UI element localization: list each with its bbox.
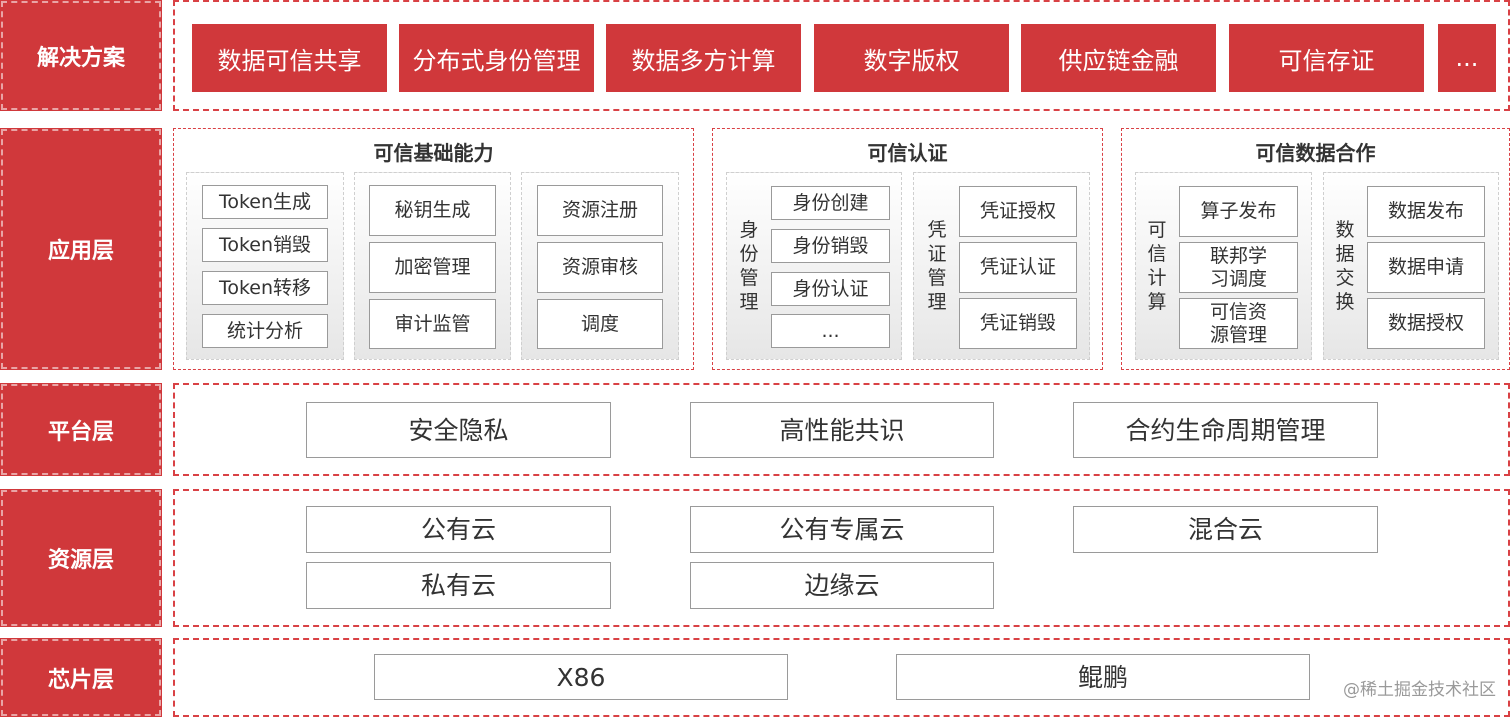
box-operator-publish: 算子发布 (1179, 186, 1298, 237)
box-data-request: 数据申请 (1367, 242, 1485, 293)
box-trusted-resource-mgmt: 可信资源管理 (1179, 298, 1298, 349)
layer-label-application: 应用层 (0, 128, 162, 370)
solution-data-sharing: 数据可信共享 (192, 24, 387, 92)
box-credential-verify: 凭证认证 (959, 242, 1077, 293)
box-hybrid-cloud: 混合云 (1073, 506, 1378, 553)
label-identity-mgmt: 身份管理 (739, 219, 759, 313)
box-encryption-mgmt: 加密管理 (369, 242, 496, 293)
label-trusted-compute: 可信计算 (1147, 219, 1167, 313)
solution-more: ... (1438, 24, 1496, 92)
box-high-perf-consensus: 高性能共识 (690, 402, 994, 458)
box-data-authorize: 数据授权 (1367, 298, 1485, 349)
box-dedicated-public-cloud: 公有专属云 (690, 506, 994, 553)
solution-layer-container: 数据可信共享 分布式身份管理 数据多方计算 数字版权 供应链金融 可信存证 ..… (173, 0, 1510, 111)
box-identity-destroy: 身份销毁 (771, 229, 890, 263)
solution-trusted-evidence: 可信存证 (1229, 24, 1424, 92)
solution-supply-chain-finance: 供应链金融 (1021, 24, 1216, 92)
box-resource-review: 资源审核 (537, 242, 663, 293)
box-edge-cloud: 边缘云 (690, 562, 994, 609)
box-credential-destroy: 凭证销毁 (959, 298, 1077, 349)
watermark: @稀土掘金技术社区 (1343, 680, 1496, 700)
box-stat-analysis: 统计分析 (202, 314, 328, 348)
box-resource-register: 资源注册 (537, 185, 663, 236)
box-identity-auth: 身份认证 (771, 272, 890, 306)
box-x86: X86 (374, 654, 788, 700)
box-audit-supervision: 审计监管 (369, 299, 496, 349)
box-credential-grant: 凭证授权 (959, 186, 1077, 237)
solution-distributed-identity: 分布式身份管理 (399, 24, 594, 92)
box-data-publish: 数据发布 (1367, 186, 1485, 237)
box-private-cloud: 私有云 (306, 562, 611, 609)
label-credential-mgmt: 凭证管理 (927, 219, 947, 313)
box-key-generation: 秘钥生成 (369, 185, 496, 236)
box-token-destroy: Token销毁 (202, 228, 328, 262)
app-group-basic-title: 可信基础能力 (373, 141, 494, 165)
app-group-auth-title: 可信认证 (867, 141, 948, 165)
box-federated-learning: 联邦学习调度 (1179, 242, 1298, 293)
box-identity-create: 身份创建 (771, 186, 890, 220)
box-kunpeng: 鲲鹏 (896, 654, 1310, 700)
box-identity-more: ... (771, 314, 890, 348)
box-token-create: Token生成 (202, 185, 328, 219)
layer-label-chip: 芯片层 (0, 638, 162, 717)
box-contract-lifecycle: 合约生命周期管理 (1073, 402, 1378, 458)
layer-label-resource: 资源层 (0, 489, 162, 627)
layer-label-solution: 解决方案 (0, 0, 162, 111)
box-scheduling: 调度 (537, 299, 663, 349)
label-data-exchange: 数据交换 (1335, 219, 1355, 313)
layer-label-platform: 平台层 (0, 383, 162, 476)
box-security-privacy: 安全隐私 (306, 402, 611, 458)
solution-digital-copyright: 数字版权 (814, 24, 1009, 92)
solution-multiparty-computation: 数据多方计算 (606, 24, 801, 92)
box-token-transfer: Token转移 (202, 271, 328, 305)
app-group-data-title: 可信数据合作 (1255, 141, 1376, 165)
box-public-cloud: 公有云 (306, 506, 611, 553)
